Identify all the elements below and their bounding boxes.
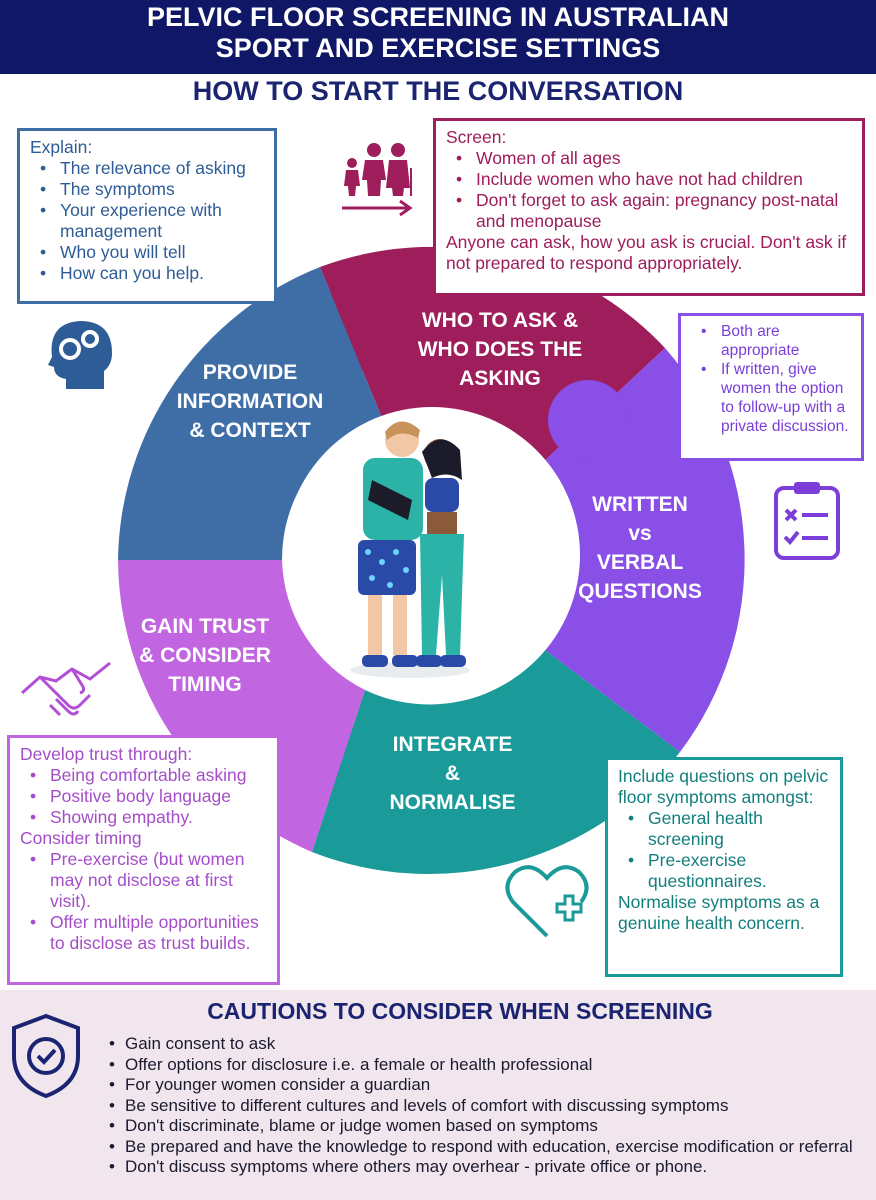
- list-item: Include women who have not had children: [446, 169, 852, 190]
- list-item: Women of all ages: [446, 148, 852, 169]
- explain-box: Explain: The relevance of asking The sym…: [17, 128, 277, 304]
- integrate-box: Include questions on pelvic floor sympto…: [605, 757, 843, 977]
- couple-illustration: [350, 421, 470, 678]
- screen-note: Anyone can ask, how you ask is crucial. …: [446, 232, 847, 273]
- trust-heading: Develop trust through:: [20, 744, 193, 764]
- list-item: If written, give women the option to fol…: [691, 360, 851, 436]
- list-item: Both are appropriate: [691, 322, 851, 360]
- list-item: Your experience with management: [30, 200, 264, 242]
- integrate-note: Normalise symptoms as a genuine health c…: [618, 892, 820, 933]
- label-who-to-ask: WHO TO ASK & WHO DOES THE ASKING: [417, 309, 583, 390]
- screen-list: Women of all ages Include women who have…: [446, 148, 852, 232]
- list-item: Be prepared and have the knowledge to re…: [105, 1137, 865, 1158]
- written-box: Both are appropriate If written, give wo…: [678, 313, 864, 461]
- cautions-title: CAUTIONS TO CONSIDER WHEN SCREENING: [207, 998, 713, 1024]
- list-item: Be sensitive to different cultures and l…: [105, 1096, 865, 1117]
- written-list: Both are appropriate If written, give wo…: [691, 322, 851, 436]
- timing-heading: Consider timing: [20, 828, 142, 848]
- segment-integrate: [312, 650, 680, 875]
- label-gain-trust: GAIN TRUST & CONSIDER TIMING: [139, 615, 271, 696]
- handshake-icon: [21, 661, 111, 717]
- list-item: How can you help.: [30, 263, 264, 284]
- list-item: Offer options for disclosure i.e. a fema…: [105, 1055, 865, 1076]
- head-gears-icon: [48, 321, 112, 389]
- title-line-1: PELVIC FLOOR SCREENING IN AUSTRALIAN: [146, 2, 730, 32]
- list-item: Don't discuss symptoms where others may …: [105, 1157, 865, 1178]
- list-item: Pre-exercise questionnaires.: [618, 850, 830, 892]
- page-header: PELVIC FLOOR SCREENING IN AUSTRALIAN SPO…: [0, 0, 876, 74]
- page-subtitle: HOW TO START THE CONVERSATION: [192, 76, 684, 106]
- list-item: Don't forget to ask again: pregnancy pos…: [446, 190, 852, 232]
- title-line-2: SPORT AND EXERCISE SETTINGS: [215, 33, 661, 63]
- puzzle-wheel: [118, 246, 745, 875]
- label-integrate-normalise: INTEGRATE & NORMALISE: [389, 733, 516, 814]
- timing-list: Pre-exercise (but women may not disclose…: [20, 849, 267, 954]
- explain-heading: Explain:: [30, 137, 93, 157]
- label-provide-information: PROVIDE INFORMATION & CONTEXT: [176, 361, 324, 442]
- list-item: The relevance of asking: [30, 158, 264, 179]
- list-item: Showing empathy.: [20, 807, 267, 828]
- heart-cross-icon: [505, 865, 589, 938]
- list-item: The symptoms: [30, 179, 264, 200]
- cautions-section: CAUTIONS TO CONSIDER WHEN SCREENING Gain…: [0, 990, 876, 1200]
- screen-heading: Screen:: [446, 127, 507, 147]
- screen-box: Screen: Women of all ages Include women …: [433, 118, 865, 296]
- family-icon: [342, 143, 413, 217]
- segment-written-knob: [548, 380, 628, 460]
- list-item: For younger women consider a guardian: [105, 1075, 865, 1096]
- list-item: Being comfortable asking: [20, 765, 267, 786]
- integrate-heading: Include questions on pelvic floor sympto…: [618, 766, 829, 807]
- list-item: General health screening: [618, 808, 830, 850]
- shield-check-icon: [12, 1013, 80, 1099]
- integrate-list: General health screening Pre-exercise qu…: [618, 808, 830, 892]
- checklist-icon: [774, 482, 840, 560]
- trust-box: Develop trust through: Being comfortable…: [7, 735, 280, 985]
- segment-gain: [118, 560, 365, 852]
- list-item: Pre-exercise (but women may not disclose…: [20, 849, 267, 912]
- list-item: Gain consent to ask: [105, 1034, 865, 1055]
- list-item: Positive body language: [20, 786, 267, 807]
- segment-provide: [118, 267, 382, 560]
- list-item: Offer multiple opportunities to disclose…: [20, 912, 267, 954]
- list-item: Don't discriminate, blame or judge women…: [105, 1116, 865, 1137]
- explain-list: The relevance of asking The symptoms You…: [30, 158, 264, 284]
- label-written-vs-verbal: WRITTEN vs VERBAL QUESTIONS: [578, 493, 702, 603]
- list-item: Who you will tell: [30, 242, 264, 263]
- cautions-list: Gain consent to ask Offer options for di…: [105, 1034, 865, 1178]
- trust-list: Being comfortable asking Positive body l…: [20, 765, 267, 828]
